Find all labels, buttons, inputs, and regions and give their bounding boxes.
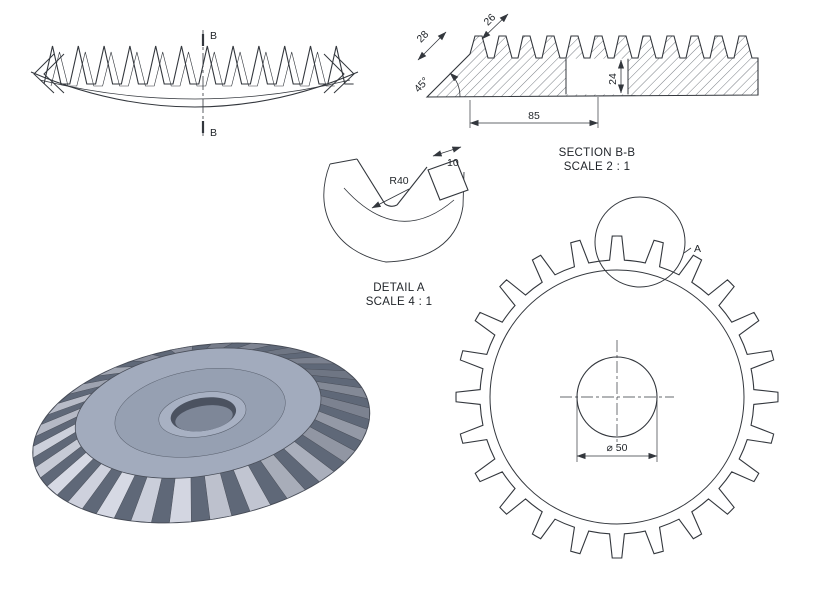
detail-a-leader <box>683 247 692 254</box>
dim-28-label: 28 <box>415 28 432 45</box>
front-right-chevrons <box>323 53 355 94</box>
front-elevation-view: B B <box>30 30 359 139</box>
section-body-group <box>425 35 759 98</box>
dim-85-label: 85 <box>528 110 540 122</box>
section-bore-gap <box>566 58 628 95</box>
front-teeth-profile <box>43 45 354 85</box>
front-body-inner-edge <box>39 79 351 100</box>
front-left-chevrons <box>33 53 65 94</box>
gear-front-circular-view: ⌀ 50 A <box>455 196 779 559</box>
dim-r40-label: R40 <box>389 175 408 187</box>
detail-a-label: A <box>694 243 701 255</box>
detail-root-arc <box>343 187 455 222</box>
dim-r40-leader <box>371 188 410 209</box>
dim-45-label: 45° <box>412 75 432 95</box>
dim-26-line <box>481 13 509 40</box>
front-teeth <box>43 45 354 87</box>
dim-bore-label: ⌀ 50 <box>607 442 628 454</box>
dim-10-line <box>432 146 462 157</box>
section-view-scale: SCALE 2 : 1 <box>564 161 631 173</box>
section-view: 28 26 45° 24 85 SECTION B-B SCALE 2 : 1 <box>412 11 759 173</box>
detail-tooth-profile <box>329 158 428 207</box>
section-view-title: SECTION B-B <box>559 147 636 159</box>
front-teeth-back-profile <box>50 51 335 87</box>
section-label-top: B <box>210 30 217 42</box>
detail-view-title: DETAIL A <box>373 282 425 294</box>
gear3d-bore-wall <box>175 405 233 432</box>
detail-break-boundary <box>323 163 465 263</box>
detail-view-scale: SCALE 4 : 1 <box>366 296 433 308</box>
section-label-bottom: B <box>210 127 217 139</box>
gear-3d-isometric-view <box>32 342 371 524</box>
dim-24-label: 24 <box>607 73 619 85</box>
dim-45-arc <box>449 72 461 98</box>
dim-10-label: 10 <box>447 157 459 169</box>
detail-view: R40 10 DETAIL A SCALE 4 : 1 <box>323 146 469 308</box>
dim-28-line <box>417 31 447 61</box>
front-body-bottom-edge <box>30 71 359 108</box>
gear-rim-circle <box>489 269 745 525</box>
detail-a-circle <box>594 196 686 288</box>
detail-square-tooth <box>427 159 469 201</box>
